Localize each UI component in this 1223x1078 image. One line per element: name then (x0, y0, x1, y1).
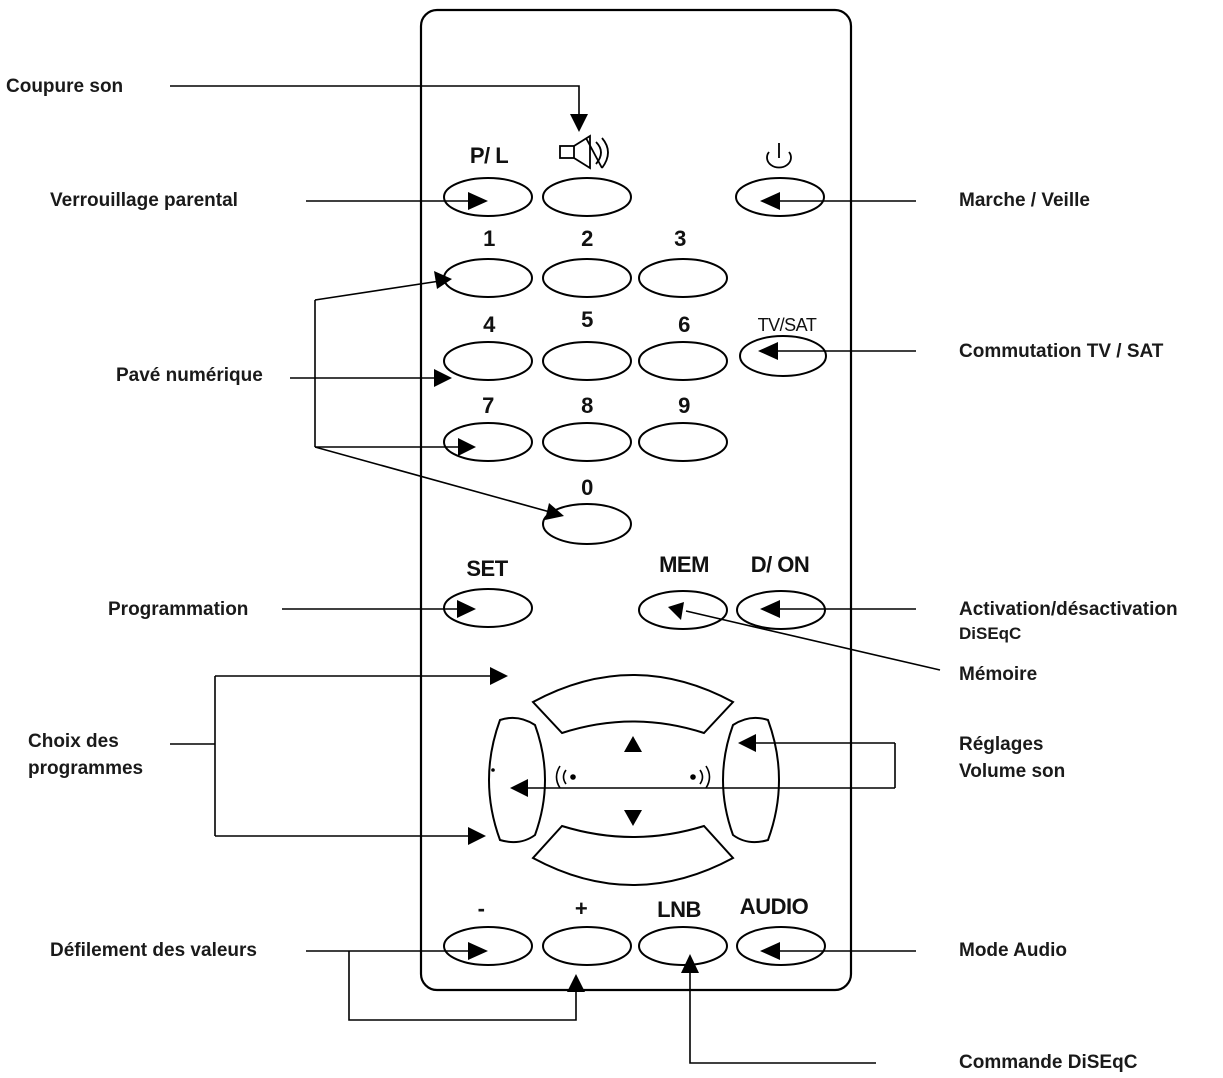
don-label: D/ ON (750, 552, 810, 577)
volume-down-icon (555, 765, 576, 789)
callout-commande-diseqc: Commande DiSEqC (959, 1052, 1138, 1073)
nav-up-button[interactable] (531, 674, 735, 735)
pl-label: P/ L (469, 143, 509, 168)
audio-label: AUDIO (739, 894, 809, 919)
callout-choix-line2: programmes (28, 758, 144, 779)
leader-coupure-son (170, 85, 580, 120)
leader-commande (689, 972, 876, 1064)
power-icon (766, 143, 792, 169)
mute-button[interactable] (542, 177, 632, 217)
callout-pave-numerique: Pavé numérique (116, 365, 263, 386)
callout-marche-veille: Marche / Veille (959, 190, 1090, 211)
arrowhead (758, 342, 778, 360)
key-8-button[interactable] (542, 422, 632, 462)
speaker-mute-icon (559, 134, 609, 170)
plus-button[interactable] (542, 926, 632, 966)
leader-defilement-plus (348, 951, 577, 1021)
minus-button[interactable] (443, 926, 533, 966)
triangle-down-icon (624, 810, 642, 826)
key-7-label: 7 (482, 393, 494, 418)
tvsat-button[interactable] (739, 335, 827, 377)
arrowhead (668, 602, 684, 620)
mem-button[interactable] (638, 590, 728, 630)
key-6-label: 6 (678, 312, 690, 337)
callout-choix-line1: Choix des (28, 731, 119, 752)
arrowhead (760, 192, 780, 210)
tvsat-label: TV/SAT (757, 315, 817, 335)
key-5-label: 5 (581, 307, 593, 332)
key-9-button[interactable] (638, 422, 728, 462)
volume-up-icon (690, 765, 711, 789)
callout-reglages-line1: Réglages (959, 734, 1044, 755)
key-1-label: 1 (483, 226, 495, 251)
minus-label: - (477, 896, 485, 921)
key-4-label: 4 (483, 312, 495, 337)
key-8-label: 8 (581, 393, 593, 418)
arrowhead (468, 942, 488, 960)
key-6-button[interactable] (638, 341, 728, 381)
arrowhead (434, 369, 452, 387)
triangle-up-icon (624, 736, 642, 752)
arrowhead (468, 192, 488, 210)
don-button[interactable] (736, 590, 826, 630)
callout-memoire: Mémoire (959, 664, 1038, 685)
set-button[interactable] (443, 588, 533, 628)
key-1-button[interactable] (443, 258, 533, 298)
callout-commutation: Commutation TV / SAT (959, 341, 1164, 362)
key-3-button[interactable] (638, 258, 728, 298)
arrowhead (434, 271, 452, 289)
callout-reglages-line2: Volume son (959, 761, 1066, 782)
arrowhead (458, 438, 476, 456)
arrowhead (570, 114, 588, 132)
callout-programmation: Programmation (108, 599, 249, 620)
arrowhead (545, 503, 564, 520)
nav-down-button[interactable] (531, 824, 735, 886)
arrowhead (760, 600, 780, 618)
callout-reglages-volume: Réglages Volume son (959, 731, 1065, 785)
callout-activation-diseqc: Activation/désactivation DiSEqC (959, 596, 1178, 645)
arrowhead (490, 667, 508, 685)
leader-memoire (685, 610, 941, 671)
arrowhead (567, 974, 585, 992)
plus-label: + (574, 896, 588, 921)
leader-pave-1 (314, 280, 441, 301)
set-label: SET (466, 556, 508, 581)
arrowhead (457, 600, 476, 618)
key-7-button[interactable] (443, 422, 533, 462)
callout-verrouillage-parental: Verrouillage parental (50, 190, 238, 211)
arrowhead (468, 827, 486, 845)
key-5-button[interactable] (542, 341, 632, 381)
key-3-label: 3 (674, 226, 686, 251)
callout-activation-line1: Activation/désactivation (959, 599, 1178, 620)
lnb-button[interactable] (638, 926, 728, 966)
key-9-label: 9 (678, 393, 690, 418)
key-2-label: 2 (581, 226, 593, 251)
callout-activation-line2: DiSEqC (959, 624, 1022, 643)
callout-mode-audio: Mode Audio (959, 940, 1067, 961)
key-2-button[interactable] (542, 258, 632, 298)
lnb-label: LNB (657, 897, 701, 922)
leader-pave-0 (314, 446, 551, 513)
arrowhead (681, 954, 699, 973)
left-dot (491, 768, 495, 772)
nav-left-button[interactable] (488, 716, 546, 844)
callout-defilement-valeurs: Défilement des valeurs (50, 940, 257, 961)
mem-label: MEM (659, 552, 709, 577)
key-4-button[interactable] (443, 341, 533, 381)
callout-choix-programmes: Choix des programmes (28, 728, 143, 782)
key-0-label: 0 (581, 475, 593, 500)
pl-button[interactable] (443, 177, 533, 217)
callout-coupure-son: Coupure son (6, 76, 124, 97)
audio-button[interactable] (736, 926, 826, 966)
arrowhead (760, 942, 780, 960)
key-0-button[interactable] (542, 503, 632, 545)
arrowhead (738, 734, 756, 752)
arrowhead (510, 779, 528, 797)
